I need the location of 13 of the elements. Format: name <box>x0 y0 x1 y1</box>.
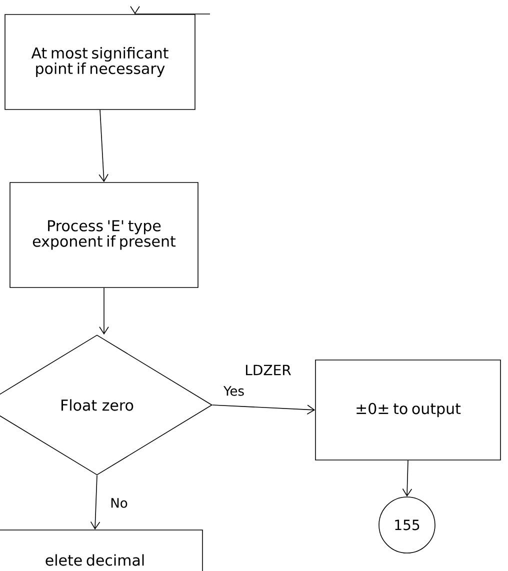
arrow <box>90 475 100 530</box>
arrow <box>98 110 108 182</box>
arrow <box>99 288 109 335</box>
edge-label: Yes <box>222 385 246 397</box>
edge-label: No <box>109 497 129 509</box>
signal-label: LDZER <box>246 364 291 376</box>
process-box: ±0± to output <box>315 360 501 460</box>
arrow <box>130 6 210 14</box>
arrow <box>212 404 316 415</box>
process-box: Process 'E' type exponent if present <box>10 182 198 288</box>
process-box: At most significant point if necessary <box>4 14 196 110</box>
process-box: elete decimal <box>0 530 203 571</box>
arrow <box>402 460 412 497</box>
